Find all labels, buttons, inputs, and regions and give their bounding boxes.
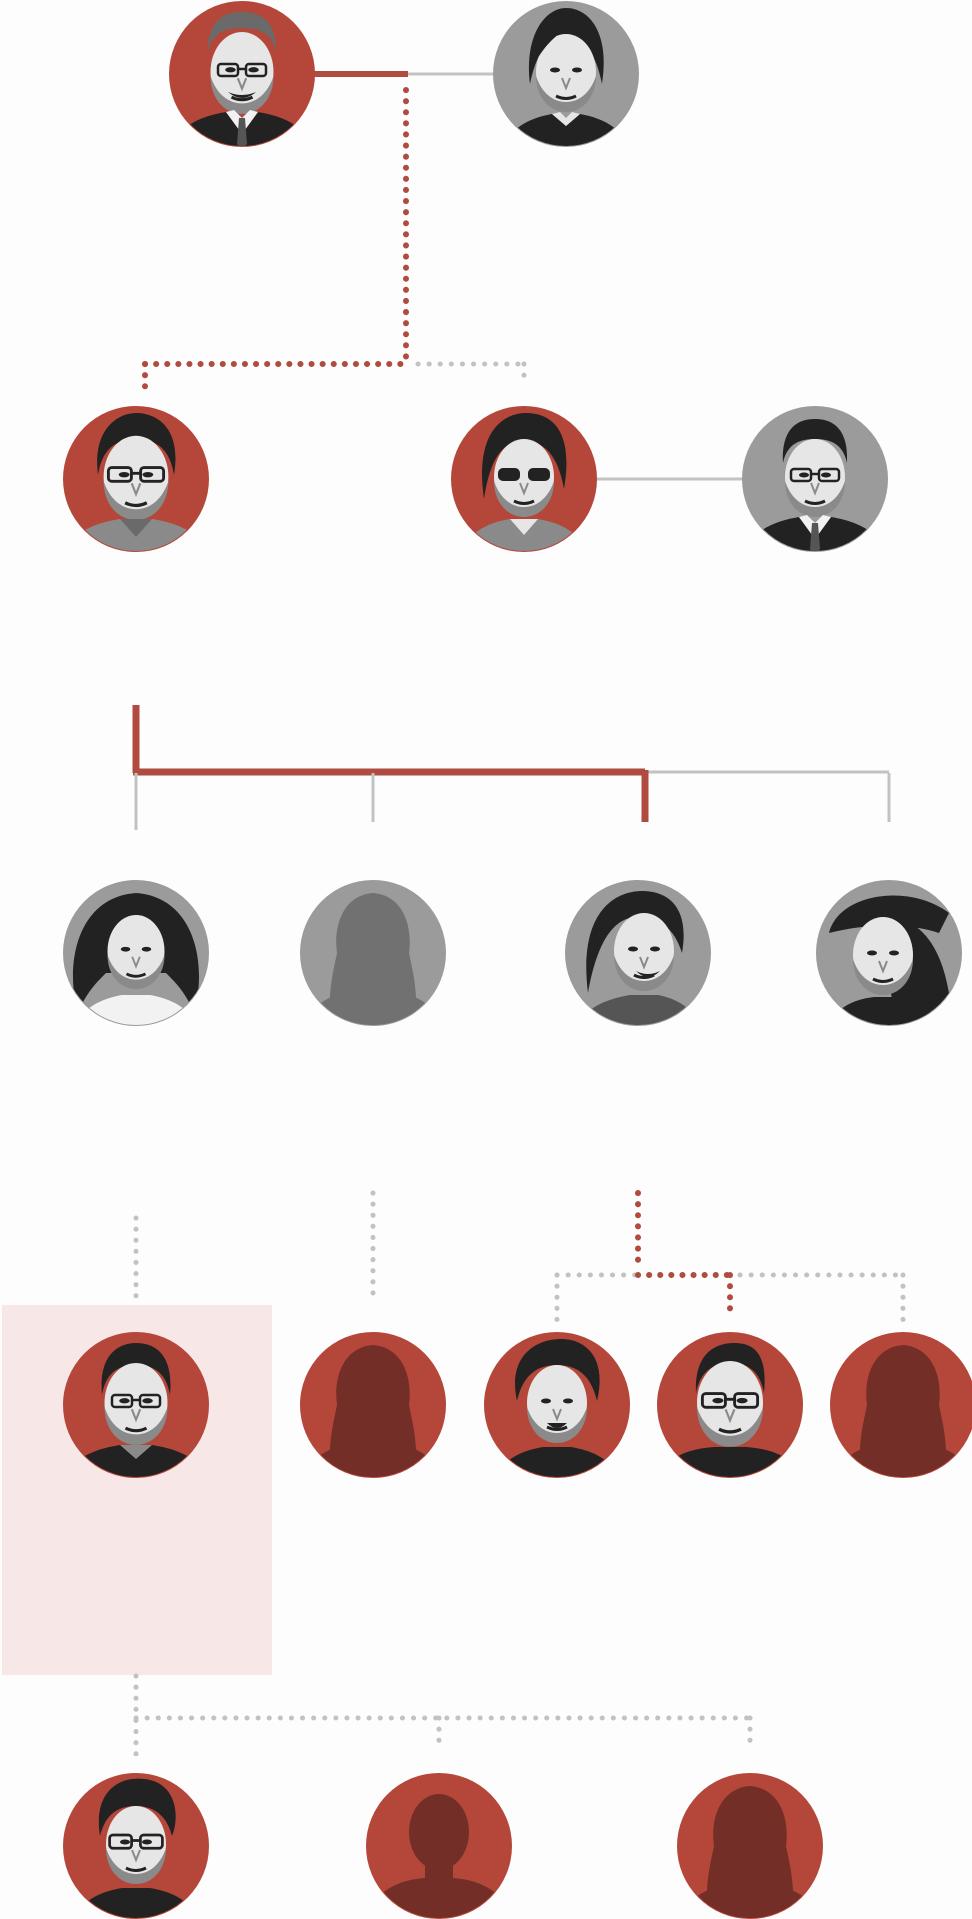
connector-lines [132, 71, 906, 1759]
member-gen3-partner-3[interactable] [565, 880, 711, 1043]
generation-3 [63, 880, 962, 1043]
member-founder-spouse[interactable] [493, 1, 639, 164]
member-gen5-child-3[interactable] [672, 1773, 828, 1919]
generation-4 [56, 1332, 972, 1495]
member-gen3-partner-4[interactable] [816, 880, 962, 1043]
member-gen4-son-2[interactable] [484, 1332, 630, 1495]
member-gen3-partner-1[interactable] [63, 880, 209, 1043]
member-gen2-son[interactable] [56, 406, 216, 569]
member-gen4-daughter-2[interactable] [825, 1332, 972, 1495]
member-gen5-son[interactable] [63, 1773, 209, 1919]
member-gen4-son-3[interactable] [650, 1332, 810, 1495]
generation-2 [56, 406, 895, 569]
member-gen4-eldest-son[interactable] [56, 1332, 216, 1495]
generation-5 [63, 1773, 828, 1919]
member-founder[interactable] [162, 1, 322, 164]
member-gen2-son-in-law[interactable] [735, 406, 895, 569]
member-gen3-partner-2[interactable] [295, 880, 451, 1043]
member-gen2-daughter[interactable] [451, 406, 597, 569]
member-gen4-daughter-1[interactable] [295, 1332, 451, 1495]
member-gen5-child-2[interactable] [359, 1773, 519, 1919]
generation-1 [162, 1, 639, 164]
